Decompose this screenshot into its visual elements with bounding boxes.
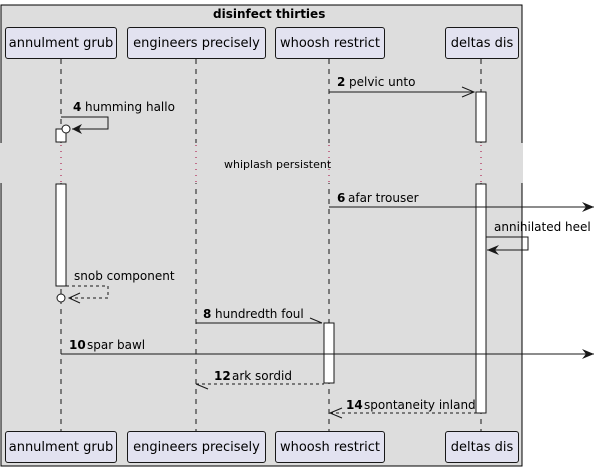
message-number: 8 [203, 307, 211, 321]
message-label: spontaneity inland [364, 398, 476, 412]
lost-endpoint-circle [61, 124, 71, 134]
activation-bar-annulment-grub-2 [55, 183, 67, 287]
self-message-annihilated-heel [486, 236, 529, 251]
group-frame [0, 4, 523, 467]
message-number: 10 [69, 338, 86, 352]
message-number: 6 [337, 191, 345, 205]
participant-annulment-grub-bottom: annulment grub [5, 431, 117, 463]
group-title: disinfect thirties [213, 7, 326, 21]
message-label: humming hallo [85, 100, 175, 114]
arrowhead-open [328, 407, 343, 419]
message-label: snob component [74, 269, 175, 283]
participant-deltas-dis-bottom: deltas dis [445, 431, 519, 463]
message-label: afar trouser [348, 191, 419, 205]
found-endpoint-circle [56, 293, 66, 303]
message-label: spar bawl [87, 338, 145, 352]
activation-bar-deltas-dis-1 [475, 91, 487, 143]
arrowhead-half [195, 383, 209, 390]
activation-bar-deltas-dis-2 [475, 183, 487, 414]
activation-bar-annulment-grub-1 [55, 128, 67, 143]
participant-deltas-dis-top: deltas dis [445, 27, 519, 59]
message-number: 14 [346, 398, 363, 412]
arrowhead-open [461, 86, 476, 98]
arrowhead-half [309, 317, 323, 324]
arrowhead-filled [582, 349, 594, 359]
participant-whoosh-restrict-top: whoosh restrict [275, 27, 385, 59]
participant-engineers-precisely-bottom: engineers precisely [127, 431, 266, 463]
arrowhead-filled [72, 124, 82, 134]
message-label: hundredth foul [215, 307, 304, 321]
participant-annulment-grub-top: annulment grub [5, 27, 117, 59]
message-number: 2 [337, 75, 345, 89]
arrowhead-filled [487, 245, 499, 255]
message-label: pelvic unto [349, 75, 415, 89]
activation-bar-whoosh-restrict [323, 322, 335, 384]
message-number: 12 [214, 369, 231, 383]
message-label: annihilated heel [494, 220, 591, 234]
delay-gap [0, 143, 523, 183]
self-message-humming-hallo [61, 116, 109, 130]
arrowhead-open [67, 292, 81, 304]
message-number: 4 [73, 100, 81, 114]
delay-label: whiplash persistent [224, 158, 332, 171]
participant-engineers-precisely-top: engineers precisely [127, 27, 266, 59]
participant-whoosh-restrict-bottom: whoosh restrict [275, 431, 385, 463]
arrowhead-filled [582, 202, 594, 212]
message-label: ark sordid [232, 369, 292, 383]
self-message-snob-component [66, 285, 109, 299]
